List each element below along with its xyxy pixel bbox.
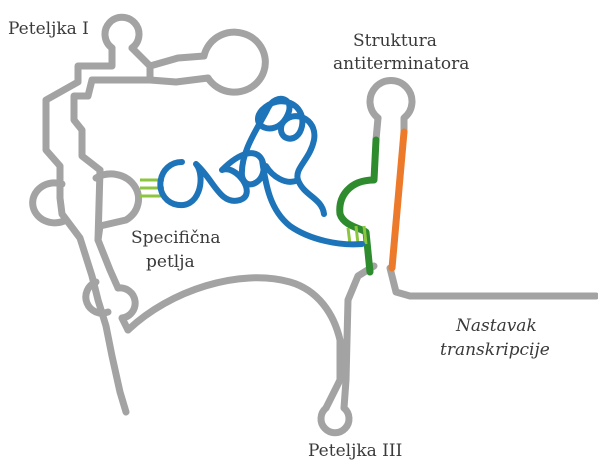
antiterminator-base-pairs — [346, 225, 368, 245]
stem-ii-lower-lobe — [82, 278, 112, 317]
stem-i-right-loop — [146, 28, 269, 96]
stem-i-top-loop — [101, 13, 143, 52]
trna-molecule — [157, 96, 365, 248]
label-continuation-1: Nastavak — [455, 316, 537, 336]
antiterminator-left-gray — [372, 114, 382, 144]
antiterminator-strand — [336, 136, 380, 276]
transcript-continuation — [386, 264, 598, 300]
label-antiterminator-2: antiterminatora — [333, 54, 469, 74]
label-stem-i: Peteljka I — [8, 19, 89, 39]
label-specifier-1: Specifična — [131, 228, 221, 248]
label-antiterminator-1: Struktura — [353, 31, 437, 51]
label-specifier-2: petlja — [146, 252, 195, 272]
stem-i-inner-strand — [70, 44, 154, 174]
nascent-rna-strand — [388, 128, 408, 272]
stem-i-outer-strand — [42, 44, 130, 416]
stem-iii-right-strand — [340, 262, 378, 412]
stem-ii-lower-lobe-right — [114, 284, 139, 334]
stem-ii-inner-strand — [94, 166, 122, 292]
central-arc — [124, 274, 344, 412]
riboswitch-backbone — [29, 13, 598, 437]
specifier-loop — [92, 170, 143, 244]
stem-iii-bottom-loop — [317, 404, 353, 437]
stem-ii-left-lobe — [29, 179, 70, 227]
antiterminator-loop — [366, 77, 416, 136]
label-continuation-2: transkripcije — [440, 340, 550, 360]
label-stem-iii: Peteljka III — [308, 441, 402, 461]
